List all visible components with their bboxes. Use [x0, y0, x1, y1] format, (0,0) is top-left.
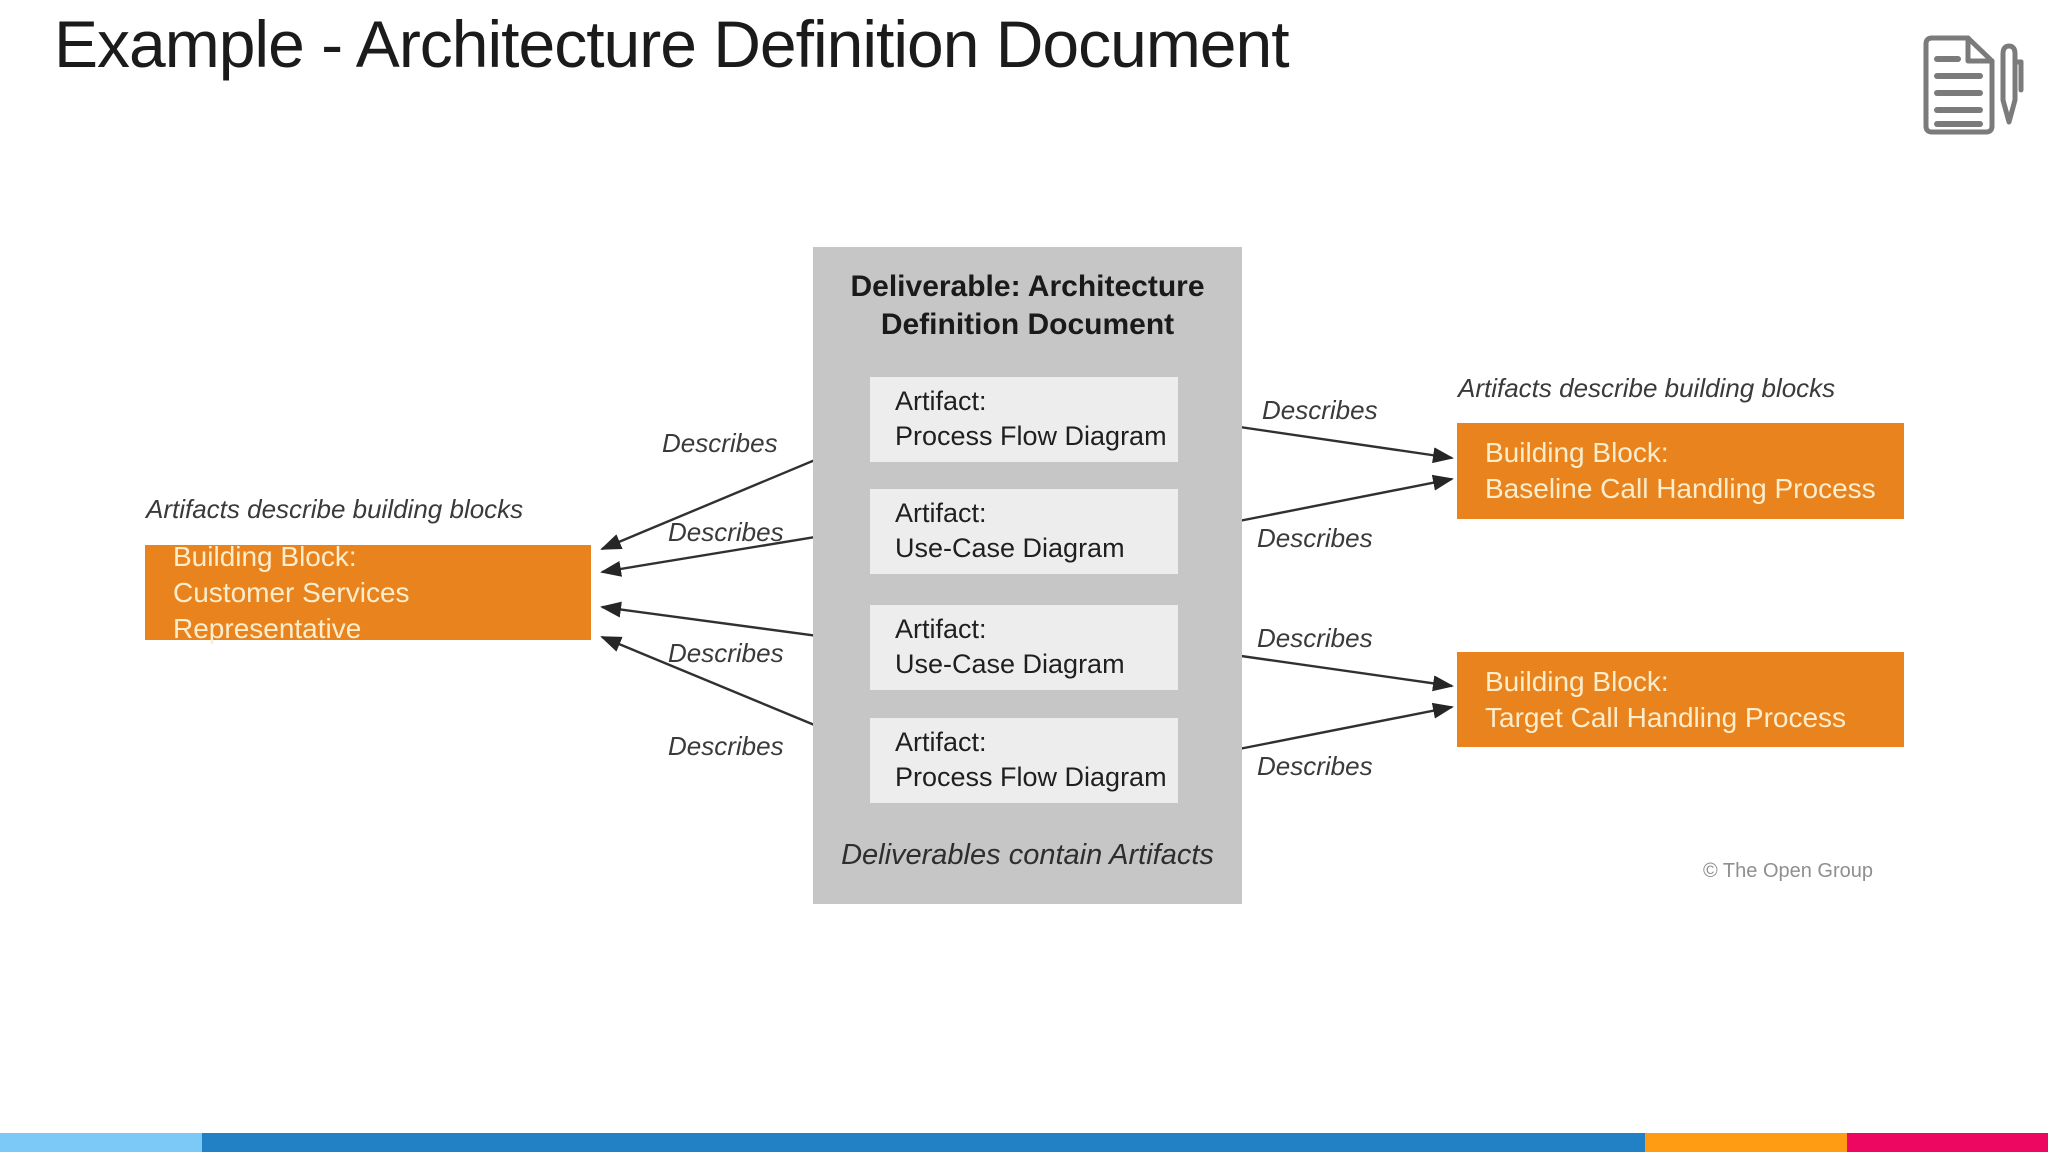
building-block-type: Building Block:: [1485, 437, 1669, 468]
artifact-name: Process Flow Diagram: [895, 421, 1167, 451]
artifact-box-use-case-diagram-1: Artifact: Use-Case Diagram: [870, 489, 1178, 574]
building-block-target-call-handling-process: Building Block: Target Call Handling Pro…: [1457, 652, 1904, 747]
artifact-type: Artifact:: [895, 614, 987, 644]
edge-label-describes: Describes: [662, 428, 778, 458]
footer-segment-blue: [202, 1133, 1645, 1152]
footer-color-bar: [0, 1133, 2048, 1152]
building-block-customer-services-representative: Building Block: Customer Services Repres…: [145, 541, 591, 644]
artifact-box-process-flow-diagram-1: Artifact: Process Flow Diagram: [870, 377, 1178, 462]
building-block-type: Building Block:: [1485, 665, 1669, 697]
edge-label-describes: Describes: [668, 731, 784, 761]
document-pen-icon: [1908, 28, 2030, 138]
artifact-type: Artifact:: [895, 386, 987, 416]
right-group-caption: Artifacts describe building blocks: [1458, 373, 1836, 403]
building-block-name: Baseline Call Handling Process: [1485, 473, 1876, 504]
footer-segment-lightblue: [0, 1133, 202, 1152]
edge-label-describes: Describes: [1257, 523, 1373, 553]
building-block-baseline-call-handling-process: Building Block: Baseline Call Handling P…: [1457, 423, 1904, 519]
edge-label-describes: Describes: [668, 638, 784, 668]
deliverable-panel-caption: Deliverables contain Artifacts: [841, 839, 1214, 871]
edge-label-describes: Describes: [1257, 623, 1373, 653]
deliverable-panel-title: Deliverable: Architecture Definition Doc…: [850, 270, 1205, 341]
building-block-name: Customer Services Representative: [173, 576, 410, 644]
deliverable-panel: Deliverable: Architecture Definition Doc…: [813, 247, 1242, 904]
edge-label-describes: Describes: [668, 517, 784, 547]
edge-label-describes: Describes: [1262, 395, 1378, 425]
artifact-name: Use-Case Diagram: [895, 533, 1125, 563]
building-block-type: Building Block:: [173, 540, 357, 572]
building-block-name: Target Call Handling Process: [1485, 701, 1847, 733]
copyright-notice: © The Open Group: [1703, 860, 1874, 882]
slide-title: Example - Architecture Definition Docume…: [54, 7, 1290, 81]
artifact-name: Process Flow Diagram: [895, 762, 1167, 792]
artifact-type: Artifact:: [895, 727, 987, 757]
artifact-box-process-flow-diagram-2: Artifact: Process Flow Diagram: [870, 718, 1178, 803]
artifact-box-use-case-diagram-2: Artifact: Use-Case Diagram: [870, 605, 1178, 690]
edge-label-describes: Describes: [1257, 751, 1373, 781]
footer-segment-orange: [1645, 1133, 1847, 1152]
left-group-caption: Artifacts describe building blocks: [146, 494, 524, 524]
artifact-type: Artifact:: [895, 498, 987, 528]
footer-segment-pink: [1847, 1133, 2048, 1152]
artifact-name: Use-Case Diagram: [895, 649, 1125, 679]
